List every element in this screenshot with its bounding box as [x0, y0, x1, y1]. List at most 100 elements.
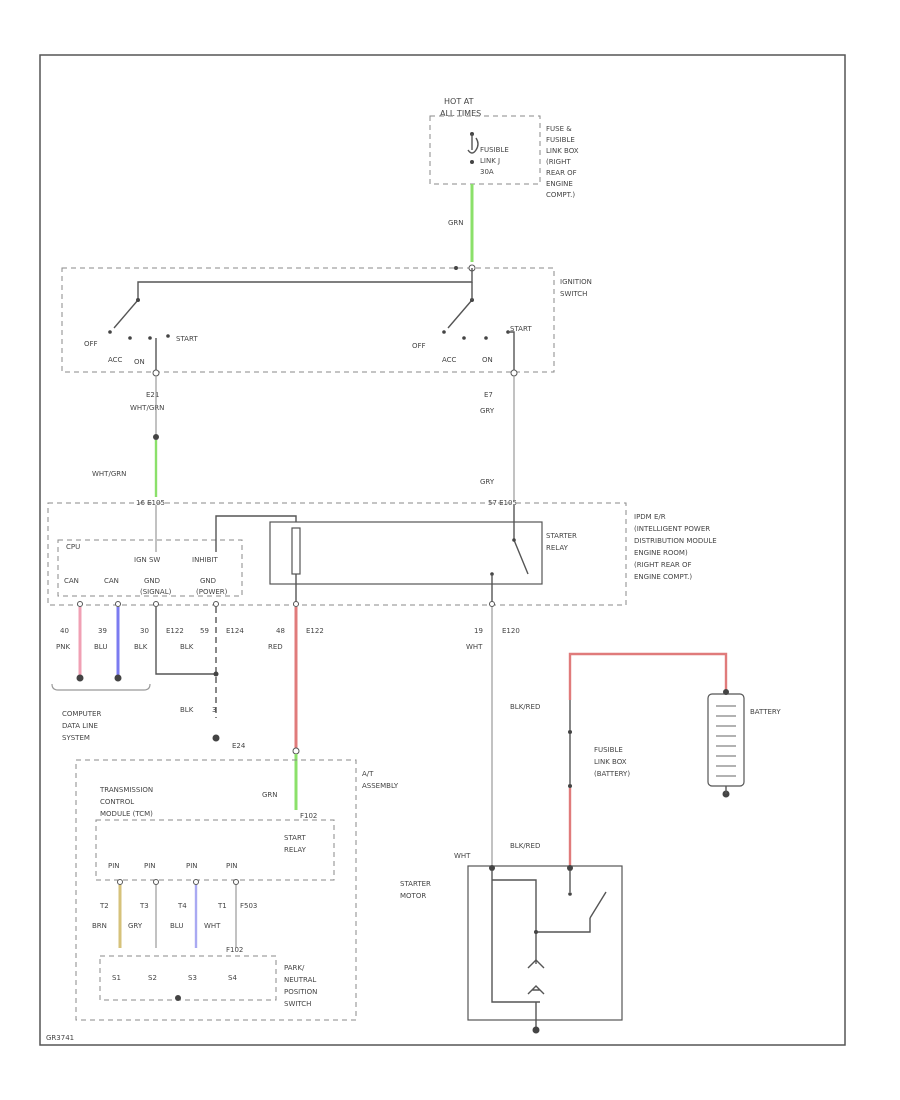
fusible-1: FUSIBLE — [480, 146, 509, 154]
t1-connector — [233, 879, 239, 885]
blk-red-2-label: BLK/RED — [510, 842, 540, 850]
data-line-3: SYSTEM — [62, 734, 90, 742]
ignition-name-1: IGNITION — [560, 278, 592, 286]
pin-40-label: 40 — [60, 627, 69, 635]
ipdm-outline — [47, 502, 627, 606]
ground-terminal — [212, 734, 220, 742]
fuse-box: HOT AT ALL TIMES FUSIBLE LINK J 30A FUSE… — [429, 97, 579, 199]
wht-2-label: WHT — [454, 852, 471, 860]
pnp-common-node — [175, 995, 181, 1001]
at-assembly-outline — [75, 759, 357, 1021]
starter-relay-1-label: STARTER — [546, 532, 577, 540]
tcm-pin-4: PIN — [226, 862, 238, 870]
at-name-2: ASSEMBLY — [362, 782, 399, 790]
ignition-node-a — [454, 266, 458, 270]
fuse-box-outline — [429, 115, 541, 185]
start-relay-2-label: RELAY — [284, 846, 307, 854]
gry-1-label: GRY — [480, 407, 495, 415]
right-on-contact — [484, 336, 488, 340]
grn-2-label: GRN — [262, 791, 278, 799]
hot-label-2: ALL TIMES — [440, 109, 481, 118]
right-acc-label: ACC — [442, 356, 457, 364]
battery-fusible-3: (BATTERY) — [594, 770, 630, 778]
left-switch-pivot — [136, 298, 140, 302]
e122b-label: E122 — [306, 627, 324, 635]
starter-motor: STARTER MOTOR — [400, 865, 623, 1034]
starter-b-terminal — [567, 865, 573, 871]
right-on-label: ON — [482, 356, 493, 364]
t2-label: T2 — [99, 902, 109, 910]
starter-relay-box — [269, 521, 543, 585]
ipdm-name-2: (INTELLIGENT POWER — [634, 525, 710, 533]
battery-red-wire — [568, 652, 728, 700]
sig-1-label: (SIGNAL) — [140, 588, 172, 596]
gnd-splice — [213, 671, 219, 677]
wht-grn-2-label: WHT/GRN — [92, 470, 126, 478]
starter-solenoid-return — [491, 871, 540, 1003]
fuse-name-6: ENGINE — [546, 180, 573, 188]
e21-connector — [152, 369, 160, 377]
battery-circuit: BATTERY BLK/RED FUSIBLE LINK BOX (BATTER… — [510, 652, 781, 866]
fuse-name-5: REAR OF — [546, 169, 577, 177]
starter-s-terminal — [489, 865, 495, 871]
left-off-contact — [108, 330, 112, 334]
f503-label: F503 — [240, 902, 257, 910]
starter-relay-coil — [291, 527, 301, 575]
fusible-link-symbol — [467, 137, 479, 154]
fuse-name-1: FUSE & — [546, 125, 572, 133]
cpu-label: CPU — [66, 543, 80, 551]
t1-label: T1 — [217, 902, 227, 910]
wht-grn-splice — [153, 434, 159, 440]
pnp-3: POSITION — [284, 988, 317, 996]
left-start-contact — [166, 334, 170, 338]
grn-top-label: GRN — [448, 219, 464, 227]
brn-label: BRN — [92, 922, 107, 930]
ignition-switch-outline — [61, 267, 555, 373]
tcm-pin-3: PIN — [186, 862, 198, 870]
right-start-output — [508, 331, 515, 372]
blk-2-label: BLK — [180, 643, 194, 651]
tcm-3: MODULE (TCM) — [100, 810, 153, 818]
pnp-1: PARK/ — [284, 964, 305, 972]
f-code-label: F102 — [226, 946, 243, 954]
ipdm-name-4: ENGINE ROOM) — [634, 549, 688, 557]
battery-body — [707, 693, 745, 787]
starter-armature-symbol — [527, 959, 545, 969]
e124-label: E124 — [226, 627, 244, 635]
starter-relay-blade — [513, 539, 529, 575]
data-line-2: DATA LINE — [62, 722, 98, 730]
starter-solenoid-coil — [492, 879, 537, 964]
pnp-switch-box — [99, 955, 277, 1001]
blk-1-label: BLK — [134, 643, 148, 651]
pin-19-label: 19 — [474, 627, 483, 635]
s3-label: S3 — [188, 974, 197, 982]
right-start-label: START — [510, 325, 532, 333]
e24-label: E24 — [232, 742, 246, 750]
e7-label: E7 — [484, 391, 493, 399]
pin-48-label: 48 — [276, 627, 285, 635]
battery-fusible-1: FUSIBLE — [594, 746, 623, 754]
right-switch-blade — [447, 299, 473, 329]
left-acc-contact — [128, 336, 132, 340]
blk-red-1-label: BLK/RED — [510, 703, 540, 711]
pin-3-label: 3 — [212, 706, 216, 714]
tcm-pin-2: PIN — [144, 862, 156, 870]
fuse-name-4: (RIGHT — [546, 158, 571, 166]
relay-pivot — [512, 538, 516, 542]
blu-label-at: BLU — [170, 922, 183, 930]
tcm-pin-1: PIN — [108, 862, 120, 870]
inhibit-label: INHIBIT — [192, 556, 218, 564]
t2-connector — [117, 879, 123, 885]
e21-label: E21 — [146, 391, 159, 399]
diagram-frame — [39, 54, 846, 1046]
battery-label: BATTERY — [750, 708, 781, 716]
wht-label-at: WHT — [204, 922, 221, 930]
t3-connector — [153, 879, 159, 885]
data-line-brace — [51, 683, 151, 691]
tcm-box — [95, 819, 335, 881]
e122-label: E122 — [166, 627, 184, 635]
wht-1-label: WHT — [466, 643, 483, 651]
left-on-contact — [148, 336, 152, 340]
starter-ground-terminal — [532, 1026, 540, 1034]
